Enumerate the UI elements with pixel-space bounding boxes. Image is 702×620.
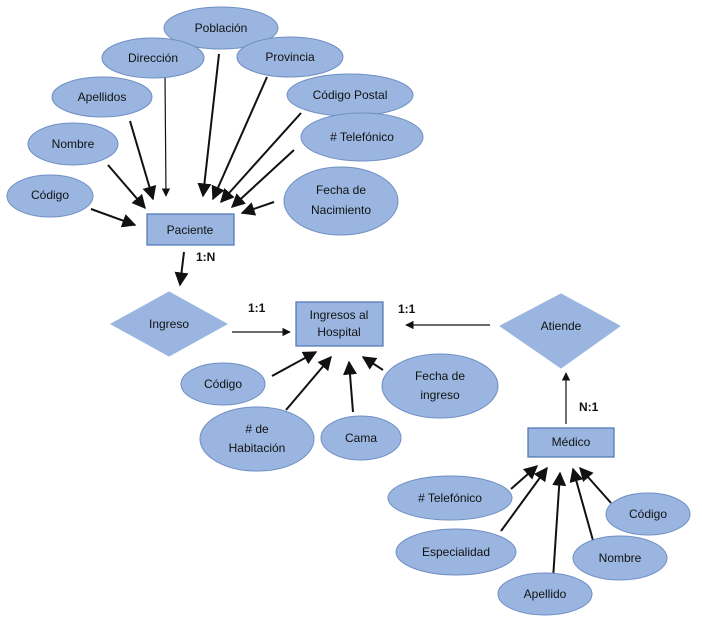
attr-provincia-ellipse: [236, 36, 344, 78]
med-attr-apellido-label: Apellido: [524, 587, 567, 601]
medico-attributes: # Telefónico Código Especialidad Nombre …: [387, 475, 691, 616]
med-attr-telefonico-label: # Telefónico: [418, 491, 482, 505]
connector-med-codigo: [579, 466, 612, 504]
attr-nombre-ellipse: [27, 122, 119, 166]
cardinality-atiende-ingresos: 1:1: [398, 302, 416, 316]
entity-medico-box: [527, 427, 615, 458]
connector-nombre: [107, 164, 146, 210]
med-attr-apellido-ellipse: [497, 572, 593, 616]
cardinality-paciente-ingreso: 1:N: [196, 250, 215, 264]
ing-attr-cama-label: Cama: [345, 431, 377, 445]
connector-direccion: [161, 74, 171, 197]
attr-direccion-label: Dirección: [128, 51, 178, 65]
ing-attr-codigo-ellipse: [180, 362, 266, 406]
relationship-ingreso-diamond: [109, 291, 229, 357]
cardinality-ingreso-ingresos: 1:1: [248, 301, 266, 315]
connector-ing-fecha: [361, 356, 384, 371]
entity-ingresos-box: [295, 301, 384, 347]
entities: Paciente Ingresos al Hospital Médico: [146, 213, 615, 458]
connector-telefonico: [230, 149, 295, 208]
ing-attr-habitacion-label-line2: Habitación: [229, 441, 286, 455]
attr-poblacion-label: Población: [195, 21, 248, 35]
connector-apellidos: [129, 120, 157, 201]
relationships: Ingreso Atiende: [109, 291, 621, 369]
ing-attr-codigo-label: Código: [204, 377, 242, 391]
connector-med-nombre: [569, 467, 595, 545]
med-attr-codigo-label: Código: [629, 507, 667, 521]
connector-codigo-postal: [220, 112, 302, 204]
connectors: [90, 53, 612, 580]
cardinalities: 1:N 1:1 1:1 N:1: [196, 250, 599, 414]
ing-attr-fecha-label-line2: ingreso: [420, 388, 460, 402]
attr-provincia-label: Provincia: [265, 50, 315, 64]
ing-attr-cama-ellipse: [320, 415, 402, 461]
med-attr-telefonico-ellipse: [387, 475, 513, 521]
connector-ing-codigo: [271, 351, 318, 377]
ingresos-attributes: Código Fecha de ingreso # de Habitación …: [180, 353, 499, 472]
relationship-atiende-diamond: [499, 293, 621, 369]
connector-poblacion: [197, 53, 220, 198]
connector-paciente-ingreso: [174, 251, 189, 287]
attr-fecha-nacimiento-label-line2: Nacimiento: [311, 203, 371, 217]
connector-med-telefonico: [510, 465, 539, 490]
med-attr-nombre-ellipse: [572, 535, 668, 581]
connector-ing-habitacion: [285, 355, 332, 411]
connector-codigo: [90, 208, 137, 228]
connector-med-apellido: [552, 471, 567, 580]
ing-attr-habitacion-label-line1: # de: [245, 422, 269, 436]
entity-paciente-box: [146, 213, 235, 246]
connector-provincia: [211, 76, 268, 201]
attr-codigo-ellipse: [6, 174, 94, 218]
relationship-ingreso-label: Ingreso: [149, 317, 189, 331]
attr-poblacion-ellipse: [163, 6, 279, 50]
relationship-atiende-label: Atiende: [541, 319, 582, 333]
med-attr-especialidad-label: Especialidad: [422, 545, 490, 559]
entity-medico-label: Médico: [552, 435, 591, 449]
connector-ing-cama: [343, 360, 357, 413]
attr-fecha-nacimiento-ellipse: [283, 166, 399, 236]
med-attr-especialidad-ellipse: [395, 528, 517, 576]
attr-nombre-label: Nombre: [52, 137, 95, 151]
attr-telefonico-label: # Telefónico: [330, 130, 394, 144]
cardinality-medico-atiende: N:1: [579, 400, 599, 414]
attr-codigo-postal-label: Código Postal: [313, 88, 388, 102]
connector-fecha-nacimiento: [240, 201, 275, 216]
attr-fecha-nacimiento-label-line1: Fecha de: [316, 183, 366, 197]
ing-attr-fecha-ellipse: [381, 353, 499, 419]
ing-attr-habitacion-ellipse: [199, 406, 315, 472]
entity-ingresos-label-line1: Ingresos al: [310, 308, 369, 322]
entity-ingresos-label-line2: Hospital: [317, 325, 360, 339]
paciente-attributes: Población Dirección Provincia Apellidos …: [6, 6, 424, 236]
connector-med-especialidad: [500, 466, 548, 532]
med-attr-codigo-ellipse: [605, 492, 691, 536]
attr-direccion-ellipse: [101, 37, 205, 79]
ing-attr-fecha-label-line1: Fecha de: [415, 369, 465, 383]
attr-codigo-label: Código: [31, 188, 69, 202]
entity-paciente-label: Paciente: [167, 223, 214, 237]
attr-apellidos-label: Apellidos: [78, 90, 127, 104]
med-attr-nombre-label: Nombre: [599, 551, 642, 565]
attr-telefonico-ellipse: [300, 112, 424, 162]
attr-apellidos-ellipse: [51, 76, 153, 118]
